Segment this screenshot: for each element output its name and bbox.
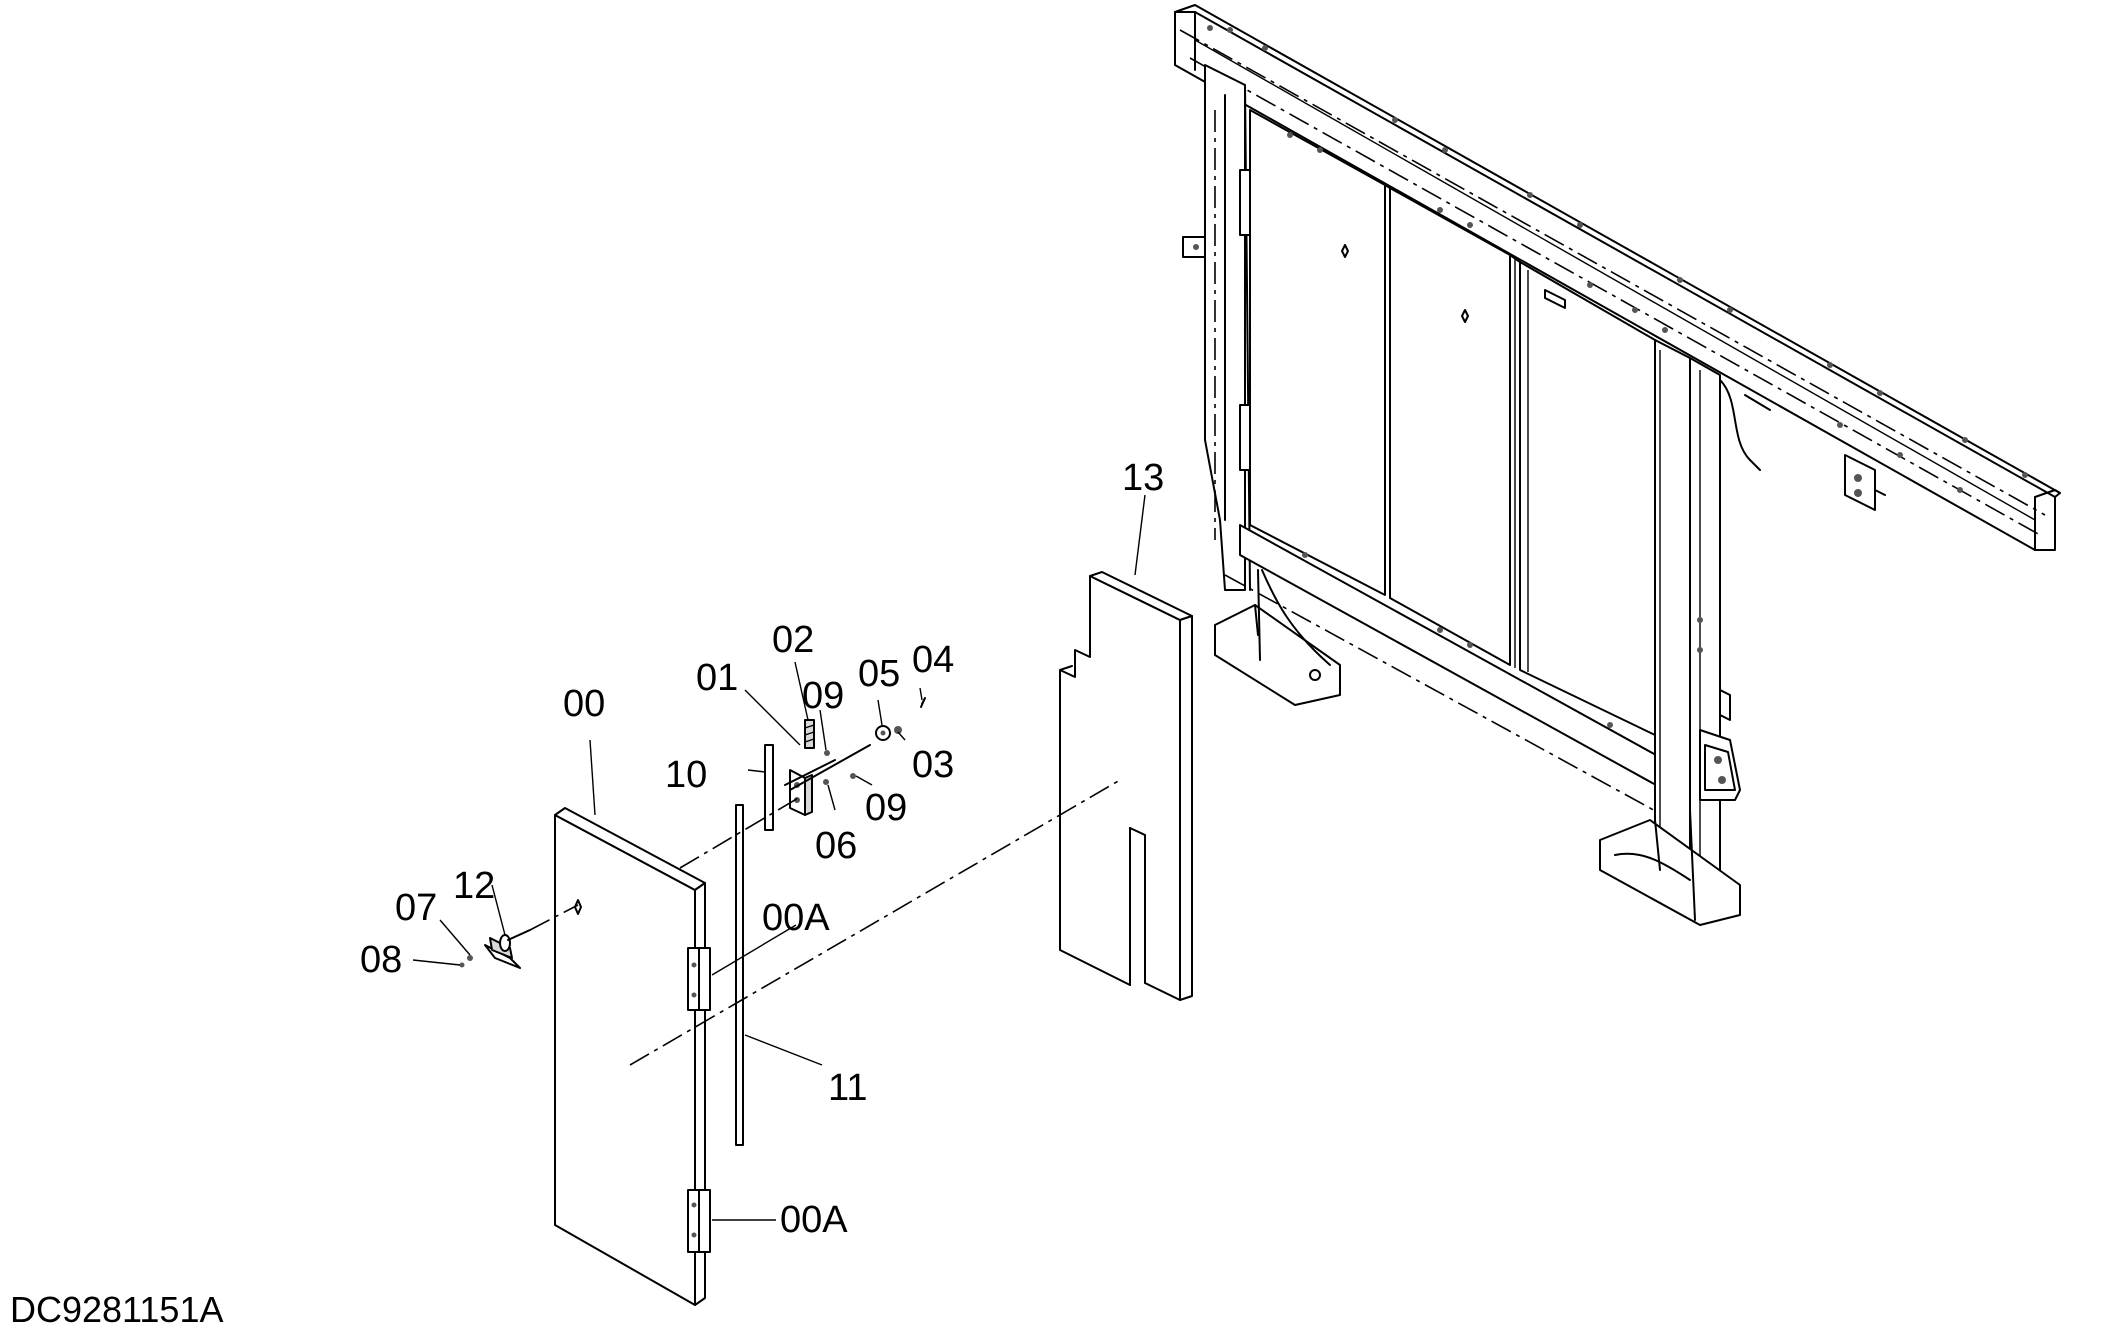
latch-assembly: [764, 697, 926, 831]
callout-09-lower: 09: [865, 787, 907, 829]
gasket-part-13: [1059, 571, 1193, 1001]
bar-part-10: [764, 744, 774, 831]
leader-lines: [412, 494, 1146, 1221]
knob-assembly: [459, 929, 531, 969]
hinge-lower: [687, 1189, 711, 1253]
assembly-centerlines: [529, 779, 1121, 1066]
callout-05: 05: [858, 653, 900, 695]
rod-part-11: [735, 804, 744, 1146]
pin-part-09-upper: [824, 750, 830, 756]
door-part-00: [554, 807, 706, 1306]
callout-08: 08: [360, 939, 402, 981]
screw-part-08: [459, 962, 465, 968]
callout-06: 06: [815, 825, 857, 867]
callout-00: 00: [563, 683, 605, 725]
callout-00a-lower: 00A: [780, 1199, 848, 1241]
callout-03: 03: [912, 744, 954, 786]
callouts: 00 02 01 09 05 04 10 03 09 06 12 07 08 0…: [360, 457, 1164, 1241]
callout-04: 04: [912, 639, 954, 681]
callout-00a-upper: 00A: [762, 897, 830, 939]
washer-part-07: [467, 955, 473, 961]
pin-part-09-lower: [850, 773, 856, 779]
callout-07: 07: [395, 887, 437, 929]
callout-10: 10: [665, 754, 707, 796]
part-06: [823, 779, 829, 785]
frame-assembly: [1174, 4, 2061, 926]
callout-01: 01: [696, 657, 738, 699]
callout-11: 11: [828, 1067, 867, 1109]
callout-09-upper: 09: [802, 675, 844, 717]
nut-part-03: [894, 726, 902, 734]
callout-12: 12: [453, 865, 495, 907]
hinge-upper: [687, 947, 711, 1011]
beam-bolt-holes: [1207, 25, 2028, 728]
callout-13: 13: [1122, 457, 1164, 499]
pin-part-04: [920, 697, 926, 708]
callout-02: 02: [772, 619, 814, 661]
drawing-number: DC9281151A: [10, 1289, 224, 1330]
knob-part-12: [499, 934, 511, 952]
